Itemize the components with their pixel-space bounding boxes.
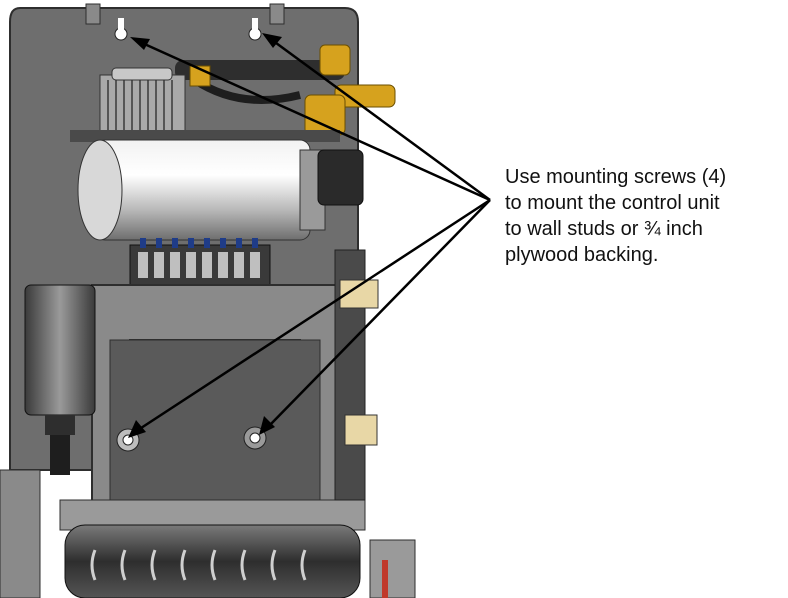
arrowhead-icon — [130, 37, 150, 50]
filter-canister — [24, 284, 96, 475]
instruction-line: plywood backing. — [505, 244, 659, 266]
instruction-line: to mount the control unit — [505, 192, 720, 214]
compressor-motor — [70, 130, 364, 241]
mounting-instructions: Use mounting screws (4) to mount the con… — [505, 164, 785, 268]
arrowhead-icon — [262, 33, 282, 48]
compressor-head — [99, 67, 186, 136]
terminal-block — [129, 238, 271, 286]
arrowhead-icon — [128, 420, 146, 438]
instruction-line: Use mounting screws (4) — [505, 166, 727, 188]
instruction-line: to wall studs or ¾ inch — [505, 218, 703, 240]
leader-lines — [137, 38, 491, 432]
bottom-roller — [0, 469, 416, 598]
arrowhead-icon — [259, 416, 275, 435]
mounting-hole-icon — [114, 18, 128, 41]
support-frame — [59, 284, 366, 531]
mounting-hole-icon — [248, 18, 262, 41]
